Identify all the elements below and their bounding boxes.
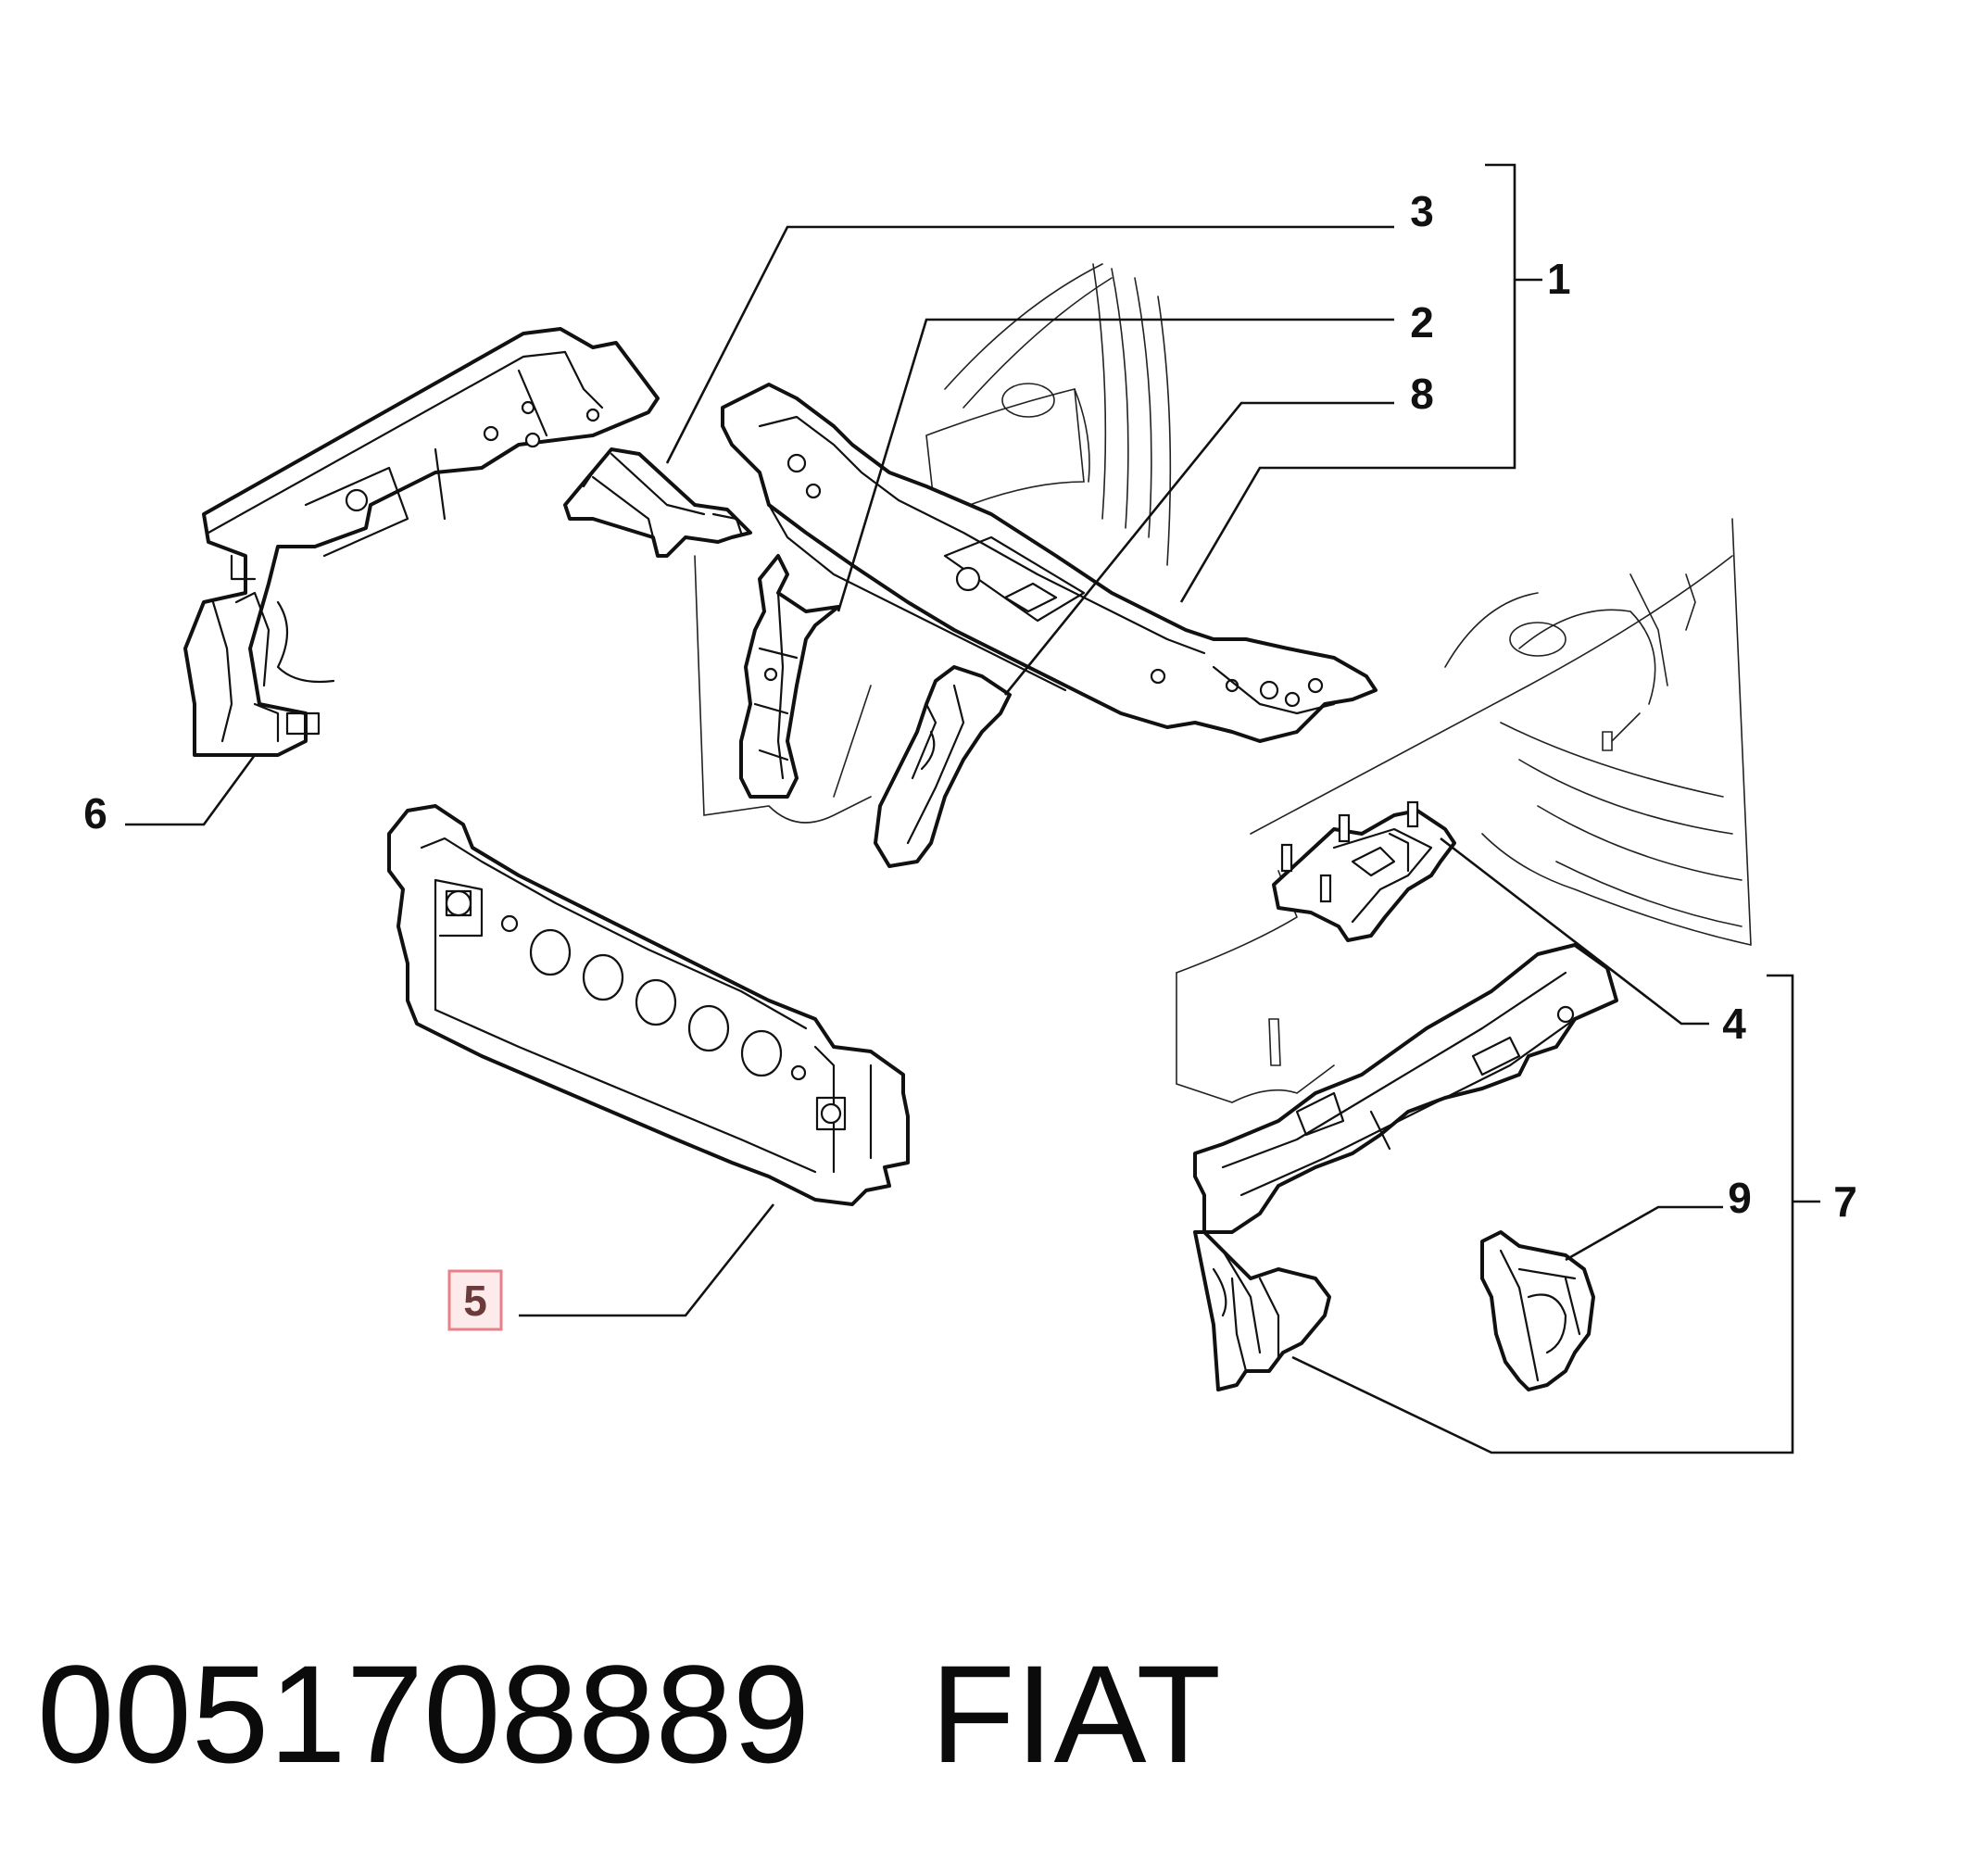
callout-2: 2 <box>1410 298 1434 346</box>
callout-1: 1 <box>1547 255 1571 303</box>
leader-9 <box>1565 1205 1723 1262</box>
part-8-bracket <box>874 665 1012 868</box>
callout-7: 7 <box>1833 1177 1857 1226</box>
ghost-body-right <box>1176 518 1752 1103</box>
part-3-bracket <box>563 447 752 558</box>
callout-8: 8 <box>1410 370 1434 418</box>
leader-lines <box>125 163 1820 1454</box>
callout-6: 6 <box>83 789 107 837</box>
leader-6 <box>125 754 257 826</box>
part-7-right-rail <box>1193 943 1618 1391</box>
callout-9: 9 <box>1728 1174 1752 1222</box>
bracket-7 <box>1291 974 1794 1454</box>
part-number: 0051708889 <box>37 1636 811 1792</box>
callout-4: 4 <box>1722 1000 1746 1048</box>
part-1-upper-crossmember <box>721 383 1378 743</box>
caption-line: 0051708889 FIAT <box>37 1640 1221 1788</box>
part-4-mount-plate <box>1272 800 1456 942</box>
callout-labels: 1 2 3 8 6 4 9 7 5 <box>83 187 1857 1331</box>
bracket-1 <box>1179 163 1516 603</box>
ghost-body-center <box>694 263 1172 824</box>
leader-4 <box>1440 837 1709 1026</box>
leader-8 <box>1003 401 1394 696</box>
part-6-left-rail <box>183 327 660 757</box>
part-5-front-crossmember <box>387 804 910 1206</box>
callout-3: 3 <box>1410 187 1434 235</box>
part-9-bracket <box>1480 1230 1595 1391</box>
part-2-bracket <box>739 554 840 799</box>
leader-5 <box>519 1203 775 1317</box>
leader-3 <box>665 225 1394 464</box>
callout-5: 5 <box>463 1277 487 1325</box>
callout-5-highlight-box <box>447 1269 503 1331</box>
brand-name: FIAT <box>930 1636 1222 1792</box>
leader-2 <box>837 318 1394 612</box>
